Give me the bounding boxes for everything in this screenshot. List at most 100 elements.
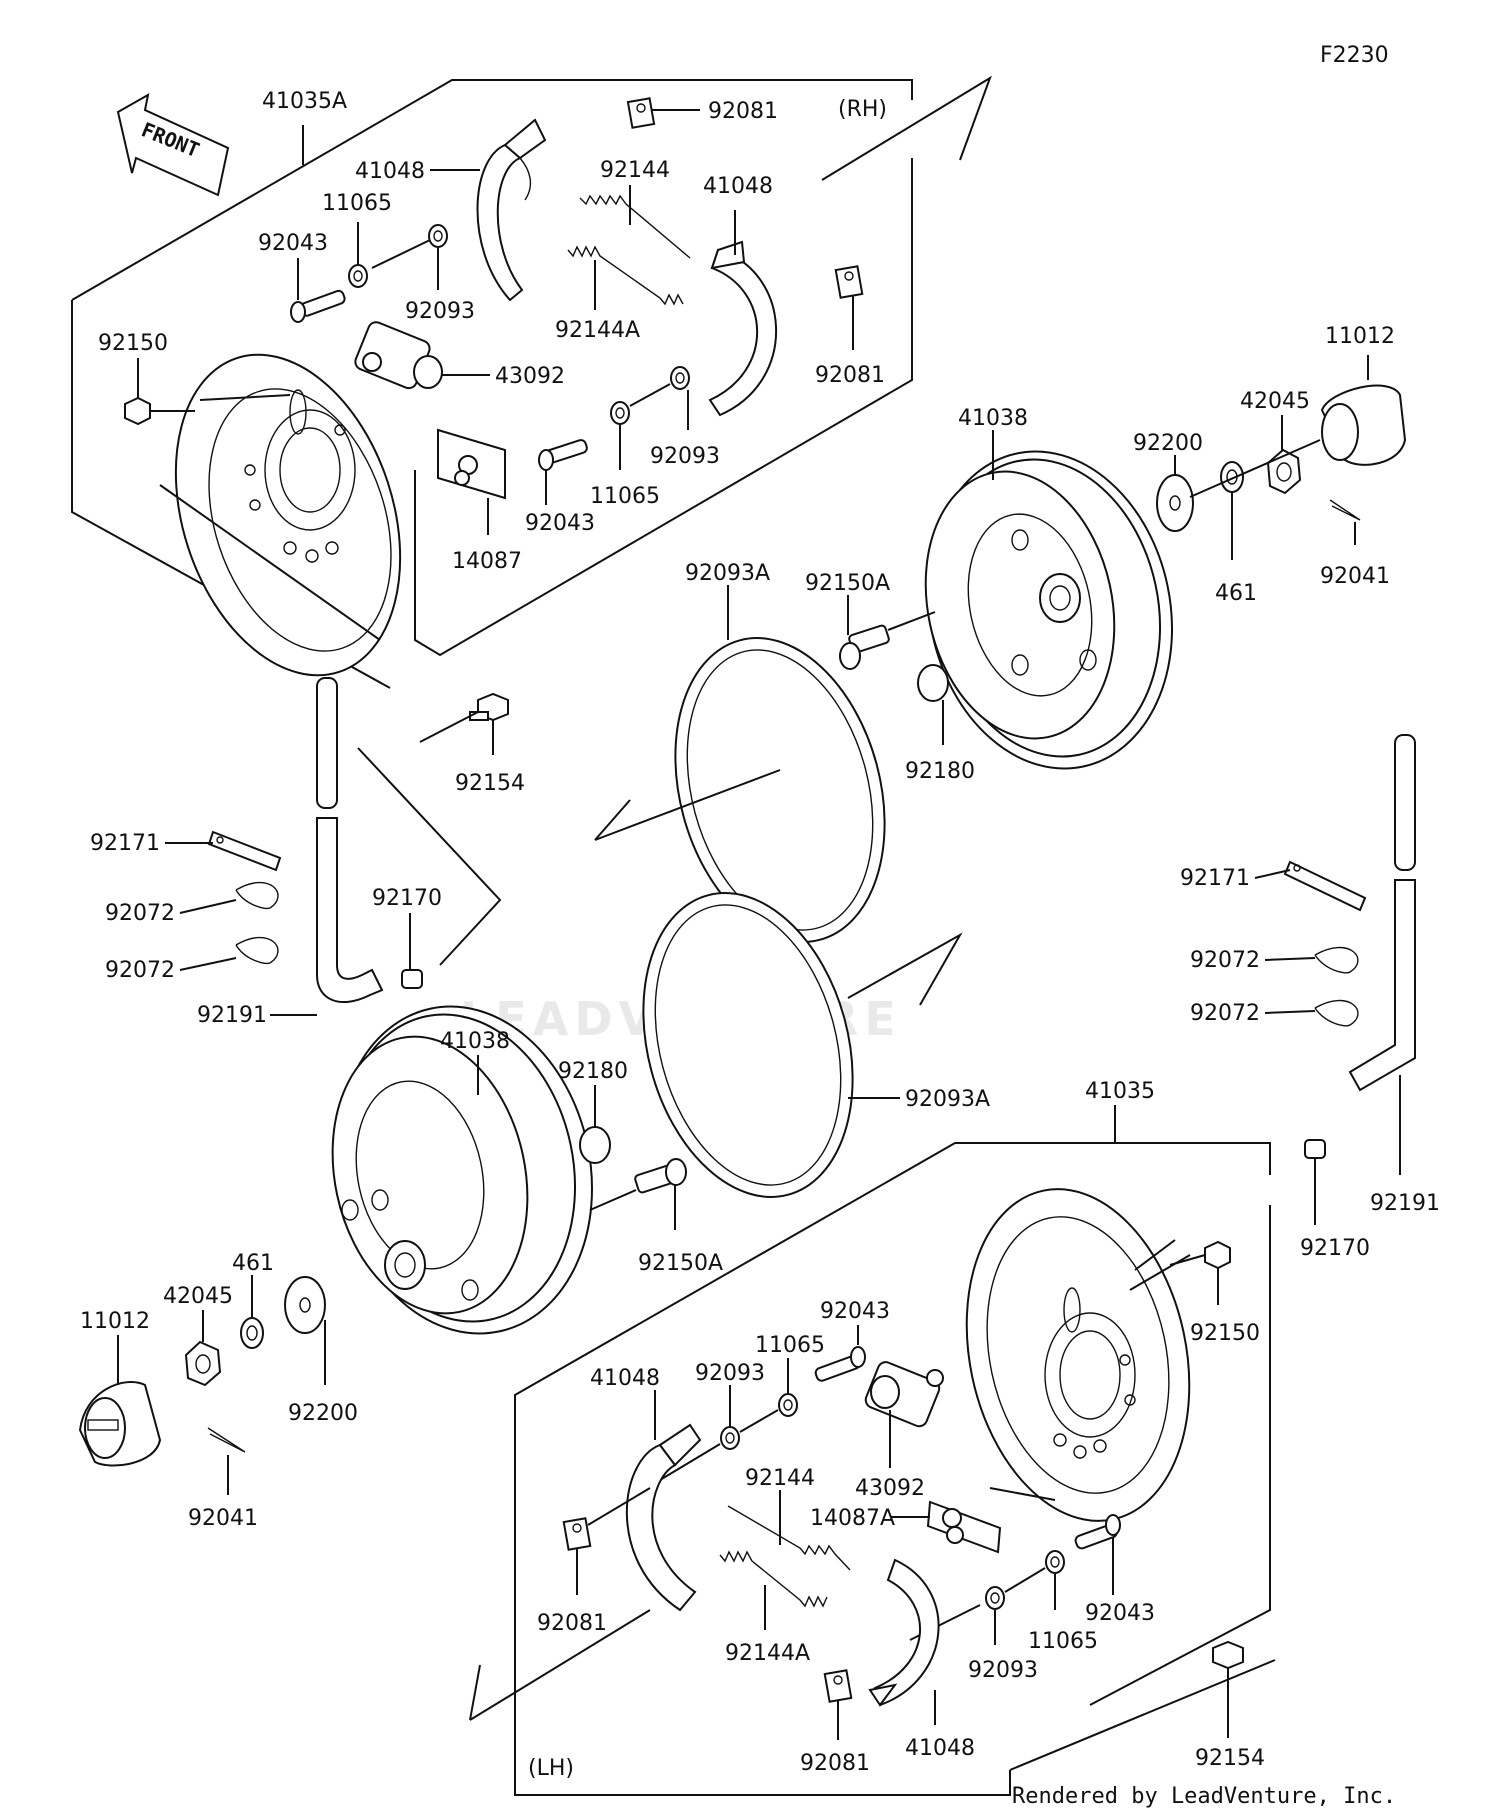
callout-11012: 11012 <box>80 1309 150 1334</box>
callout-92150: 92150 <box>98 331 168 356</box>
lh-pin-92043-d <box>1074 1514 1121 1550</box>
callout-43092: 43092 <box>495 364 565 389</box>
rh-spring-92144A <box>567 245 684 306</box>
rh-brake-shoe-a <box>476 118 547 302</box>
callout-92093: 92093 <box>650 444 720 469</box>
rh-washer-92093-b <box>670 366 690 390</box>
credit-text: Rendered by LeadVenture, Inc. <box>1012 1784 1396 1809</box>
rh-bolt-92150 <box>124 396 195 426</box>
callout-11065: 11065 <box>755 1333 825 1358</box>
rh-cap-11012 <box>1320 384 1407 466</box>
callout-92170: 92170 <box>372 886 442 911</box>
callout-92180: 92180 <box>905 759 975 784</box>
rh-oring-92180 <box>917 664 949 702</box>
lh-brake-shoe-d <box>868 1558 940 1707</box>
callout-92093: 92093 <box>405 299 475 324</box>
rh-bolt-92154 <box>419 692 509 743</box>
callout-42045: 42045 <box>1240 389 1310 414</box>
rh-washer-11065-b <box>610 401 630 425</box>
callout-41048: 41048 <box>703 174 773 199</box>
callout-92093: 92093 <box>695 1361 765 1386</box>
callout-92093A: 92093A <box>905 1087 990 1112</box>
callout-92144A: 92144A <box>555 318 640 343</box>
callout-43092: 43092 <box>855 1476 925 1501</box>
callout-92093: 92093 <box>968 1658 1038 1683</box>
lh-cap-11012 <box>78 1381 162 1467</box>
lh-cotter-92041 <box>207 1427 246 1453</box>
rh-spring-92144 <box>579 194 691 259</box>
rh-clip-92081-b <box>834 265 864 299</box>
lh-oring-92180 <box>579 1126 611 1164</box>
lh-washer-11065-d <box>1045 1550 1065 1574</box>
callout-11012: 11012 <box>1325 324 1395 349</box>
callout-92041: 92041 <box>188 1506 258 1531</box>
lh-washer-461 <box>240 1317 264 1349</box>
callout-92150: 92150 <box>1190 1321 1260 1346</box>
lh-spring-92144A <box>719 1550 828 1608</box>
rh-clamp-92072-a <box>235 881 279 910</box>
lh-bolt-92150 <box>1169 1240 1231 1270</box>
leader-lines <box>117 109 1401 1740</box>
lh-washer-92093-d <box>985 1586 1005 1610</box>
callout-92144: 92144 <box>745 1466 815 1491</box>
callout-92170: 92170 <box>1300 1236 1370 1261</box>
callout-92072: 92072 <box>1190 1001 1260 1026</box>
lh-clip-92081-d <box>823 1669 853 1703</box>
lh-clip-92081-c <box>562 1517 592 1551</box>
callout-461: 461 <box>1215 581 1257 606</box>
rh-backing-plate <box>174 353 402 677</box>
lh-label: (LH) <box>528 1756 574 1781</box>
lh-nut-42045 <box>184 1340 222 1387</box>
rh-stud-92150A <box>839 611 936 670</box>
lh-pin-92043-c <box>814 1346 866 1382</box>
rh-washer-92093-a <box>428 224 448 248</box>
lh-washer-11065-c <box>778 1393 798 1417</box>
callout-92072: 92072 <box>1190 948 1260 973</box>
front-arrow-icon: FRONT <box>116 93 230 197</box>
callout-92150A: 92150A <box>805 571 890 596</box>
callout-92043: 92043 <box>258 231 328 256</box>
lh-frame <box>469 1105 1276 1796</box>
callout-41038: 41038 <box>440 1029 510 1054</box>
callout-92150A: 92150A <box>638 1251 723 1276</box>
callout-41035A: 41035A <box>262 89 347 114</box>
callout-92171: 92171 <box>1180 866 1250 891</box>
callout-41035: 41035 <box>1085 1079 1155 1104</box>
rh-clamp-92072-b <box>235 936 279 965</box>
callout-92144A: 92144A <box>725 1641 810 1666</box>
lh-clamp-92072-b <box>1314 999 1359 1027</box>
rh-washer-92200 <box>1156 474 1194 532</box>
lh-bolt-92154 <box>1212 1640 1244 1670</box>
rh-clamp-92170 <box>401 969 423 989</box>
rh-plate-14087 <box>437 428 506 500</box>
lh-spring-92144 <box>727 1505 851 1571</box>
lh-brake-drum <box>331 1005 593 1335</box>
callout-42045: 42045 <box>163 1284 233 1309</box>
lh-wheel-cylinder <box>864 1361 944 1428</box>
callout-41048: 41048 <box>590 1366 660 1391</box>
callout-92081: 92081 <box>708 99 778 124</box>
lh-seal-92093A <box>642 892 854 1198</box>
rh-brake-shoe-b <box>708 240 778 417</box>
lh-tag-92171 <box>1283 860 1367 912</box>
rh-cotter-92041 <box>1329 499 1361 521</box>
callout-14087: 14087 <box>452 549 522 574</box>
callout-92200: 92200 <box>1133 431 1203 456</box>
rh-wheel-cylinder <box>354 321 443 390</box>
lh-plate-14087A <box>926 1500 1002 1554</box>
lh-washer-92093-c <box>720 1426 740 1450</box>
callout-92180: 92180 <box>558 1059 628 1084</box>
rh-tag-92171 <box>207 830 282 872</box>
diagram-id: F2230 <box>1320 43 1389 68</box>
lh-brake-shoe-c <box>625 1423 702 1612</box>
callout-11065: 11065 <box>1028 1629 1098 1654</box>
callout-41048: 41048 <box>355 159 425 184</box>
rh-pin-92043-a <box>290 289 346 323</box>
rh-brake-drum <box>924 450 1174 770</box>
callout-92191: 92191 <box>197 1003 267 1028</box>
callout-14087A: 14087A <box>810 1506 895 1531</box>
rh-clip-92081-a <box>626 97 656 129</box>
callout-92171: 92171 <box>90 831 160 856</box>
lh-clamp-92072-a <box>1314 946 1359 974</box>
